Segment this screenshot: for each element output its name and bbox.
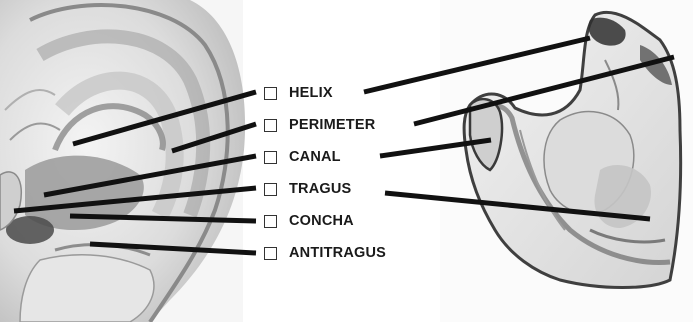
canal-checkbox[interactable] xyxy=(264,151,277,164)
left-ear-illustration xyxy=(0,0,245,322)
canal-label: CANAL xyxy=(289,149,341,165)
label-row-concha[interactable]: CONCHA xyxy=(264,210,354,232)
antitragus-checkbox[interactable] xyxy=(264,247,277,260)
label-row-perimeter[interactable]: PERIMETER xyxy=(264,114,375,136)
concha-label: CONCHA xyxy=(289,213,354,229)
label-row-tragus[interactable]: TRAGUS xyxy=(264,178,351,200)
perimeter-checkbox[interactable] xyxy=(264,119,277,132)
helix-label: HELIX xyxy=(289,85,333,101)
label-row-helix[interactable]: HELIX xyxy=(264,82,333,104)
tragus-checkbox[interactable] xyxy=(264,183,277,196)
concha-checkbox[interactable] xyxy=(264,215,277,228)
label-row-canal[interactable]: CANAL xyxy=(264,146,341,168)
helix-checkbox[interactable] xyxy=(264,87,277,100)
perimeter-label: PERIMETER xyxy=(289,117,375,133)
antitragus-label: ANTITRAGUS xyxy=(289,245,386,261)
label-row-antitragus[interactable]: ANTITRAGUS xyxy=(264,242,386,264)
right-ear-illustration xyxy=(440,0,693,322)
tragus-label: TRAGUS xyxy=(289,181,351,197)
